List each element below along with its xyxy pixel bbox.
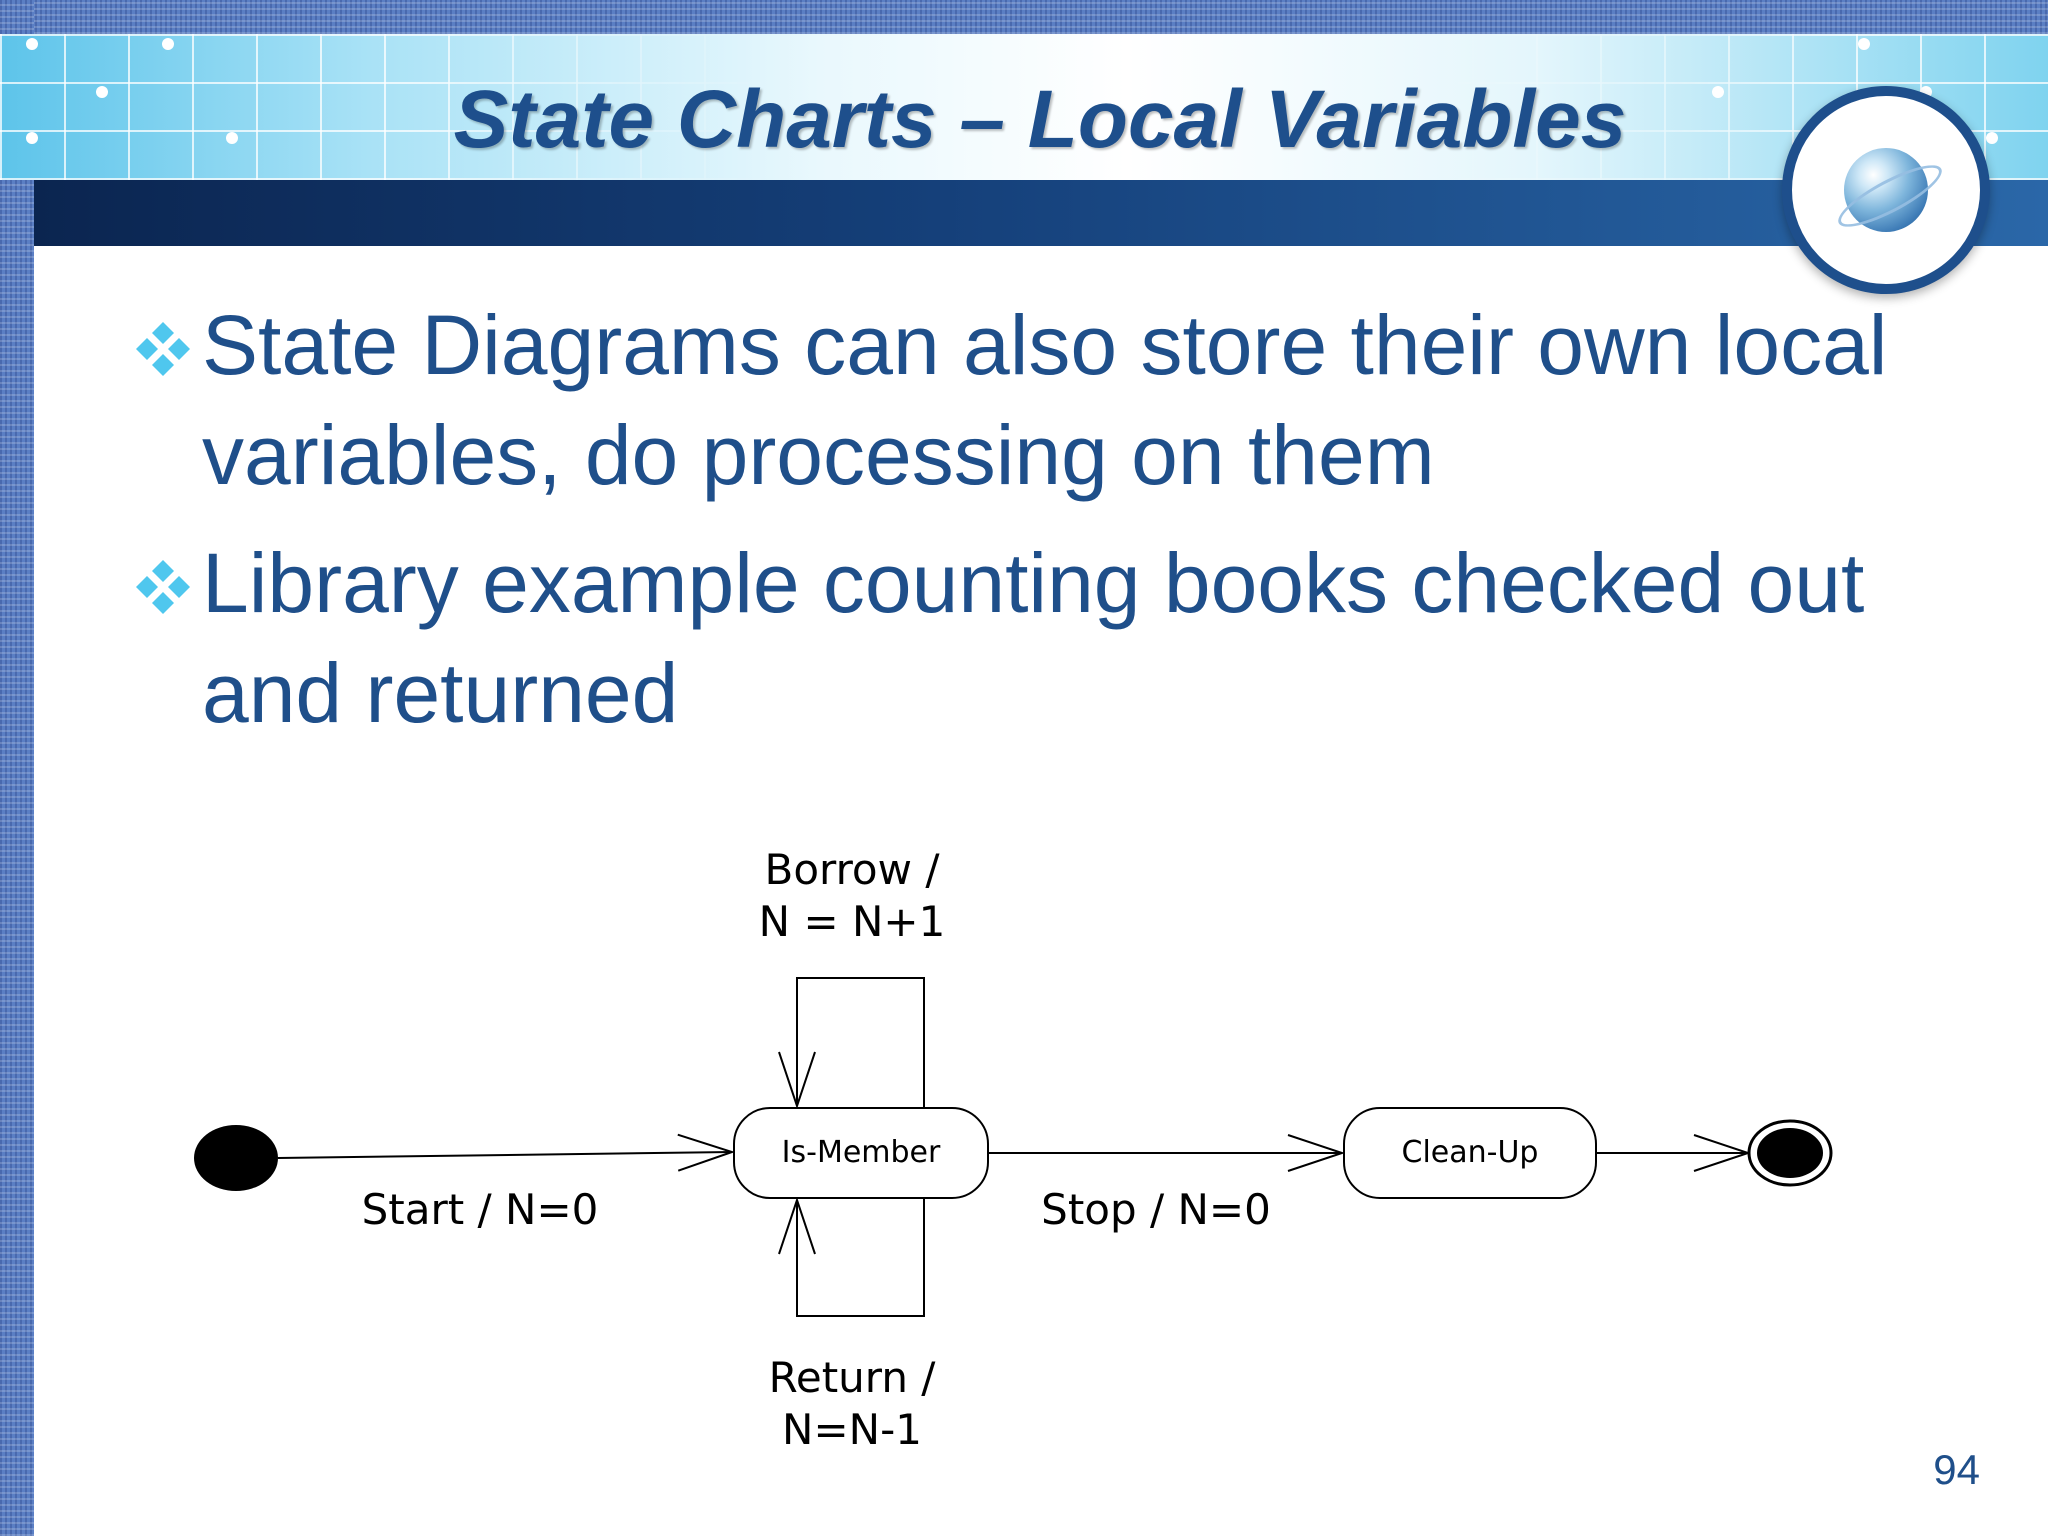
bullet-text: State Diagrams can also store their own … — [202, 298, 1888, 502]
start-transition-label: Start / N=0 — [362, 1185, 599, 1234]
grid-dot — [1986, 132, 1998, 144]
globe-icon — [1844, 148, 1928, 232]
four-diamond-bullet-icon — [136, 322, 190, 376]
initial-state — [194, 1125, 278, 1191]
bullet-item: Library example counting books checked o… — [130, 528, 1890, 748]
grid-dot — [96, 86, 108, 98]
grid-dot — [1712, 86, 1724, 98]
denim-border-top — [0, 0, 2048, 34]
start-transition-arrow — [277, 1133, 736, 1172]
grid-dot — [1858, 38, 1870, 50]
grid-dot — [162, 38, 174, 50]
bullet-list: State Diagrams can also store their own … — [130, 290, 1890, 766]
header-dark-bar — [34, 180, 2048, 246]
header-band — [0, 34, 2048, 180]
bullet-text: Library example counting books checked o… — [202, 536, 1865, 740]
stop-transition-label: Stop / N=0 — [1041, 1185, 1271, 1234]
slide-title: State Charts – Local Variables — [453, 74, 1627, 165]
grid-dot — [26, 132, 38, 144]
globe-logo — [1782, 86, 1990, 294]
borrow-label-line2: N = N+1 — [759, 897, 946, 946]
state-is-member-label: Is-Member — [782, 1135, 941, 1170]
grid-dot — [26, 38, 38, 50]
bullet-item: State Diagrams can also store their own … — [130, 290, 1890, 510]
state-clean-up-label: Clean-Up — [1402, 1135, 1539, 1170]
grid-dot — [226, 132, 238, 144]
return-label-line1: Return / — [769, 1353, 937, 1402]
return-label-line2: N=N-1 — [782, 1405, 922, 1454]
four-diamond-bullet-icon — [136, 560, 190, 614]
return-loop-arrow — [778, 1196, 925, 1317]
borrow-loop-arrow — [778, 977, 925, 1110]
final-state — [1757, 1128, 1823, 1178]
page-number: 94 — [1933, 1446, 1980, 1493]
borrow-label-line1: Borrow / — [765, 845, 941, 894]
denim-border-left — [0, 0, 34, 1536]
